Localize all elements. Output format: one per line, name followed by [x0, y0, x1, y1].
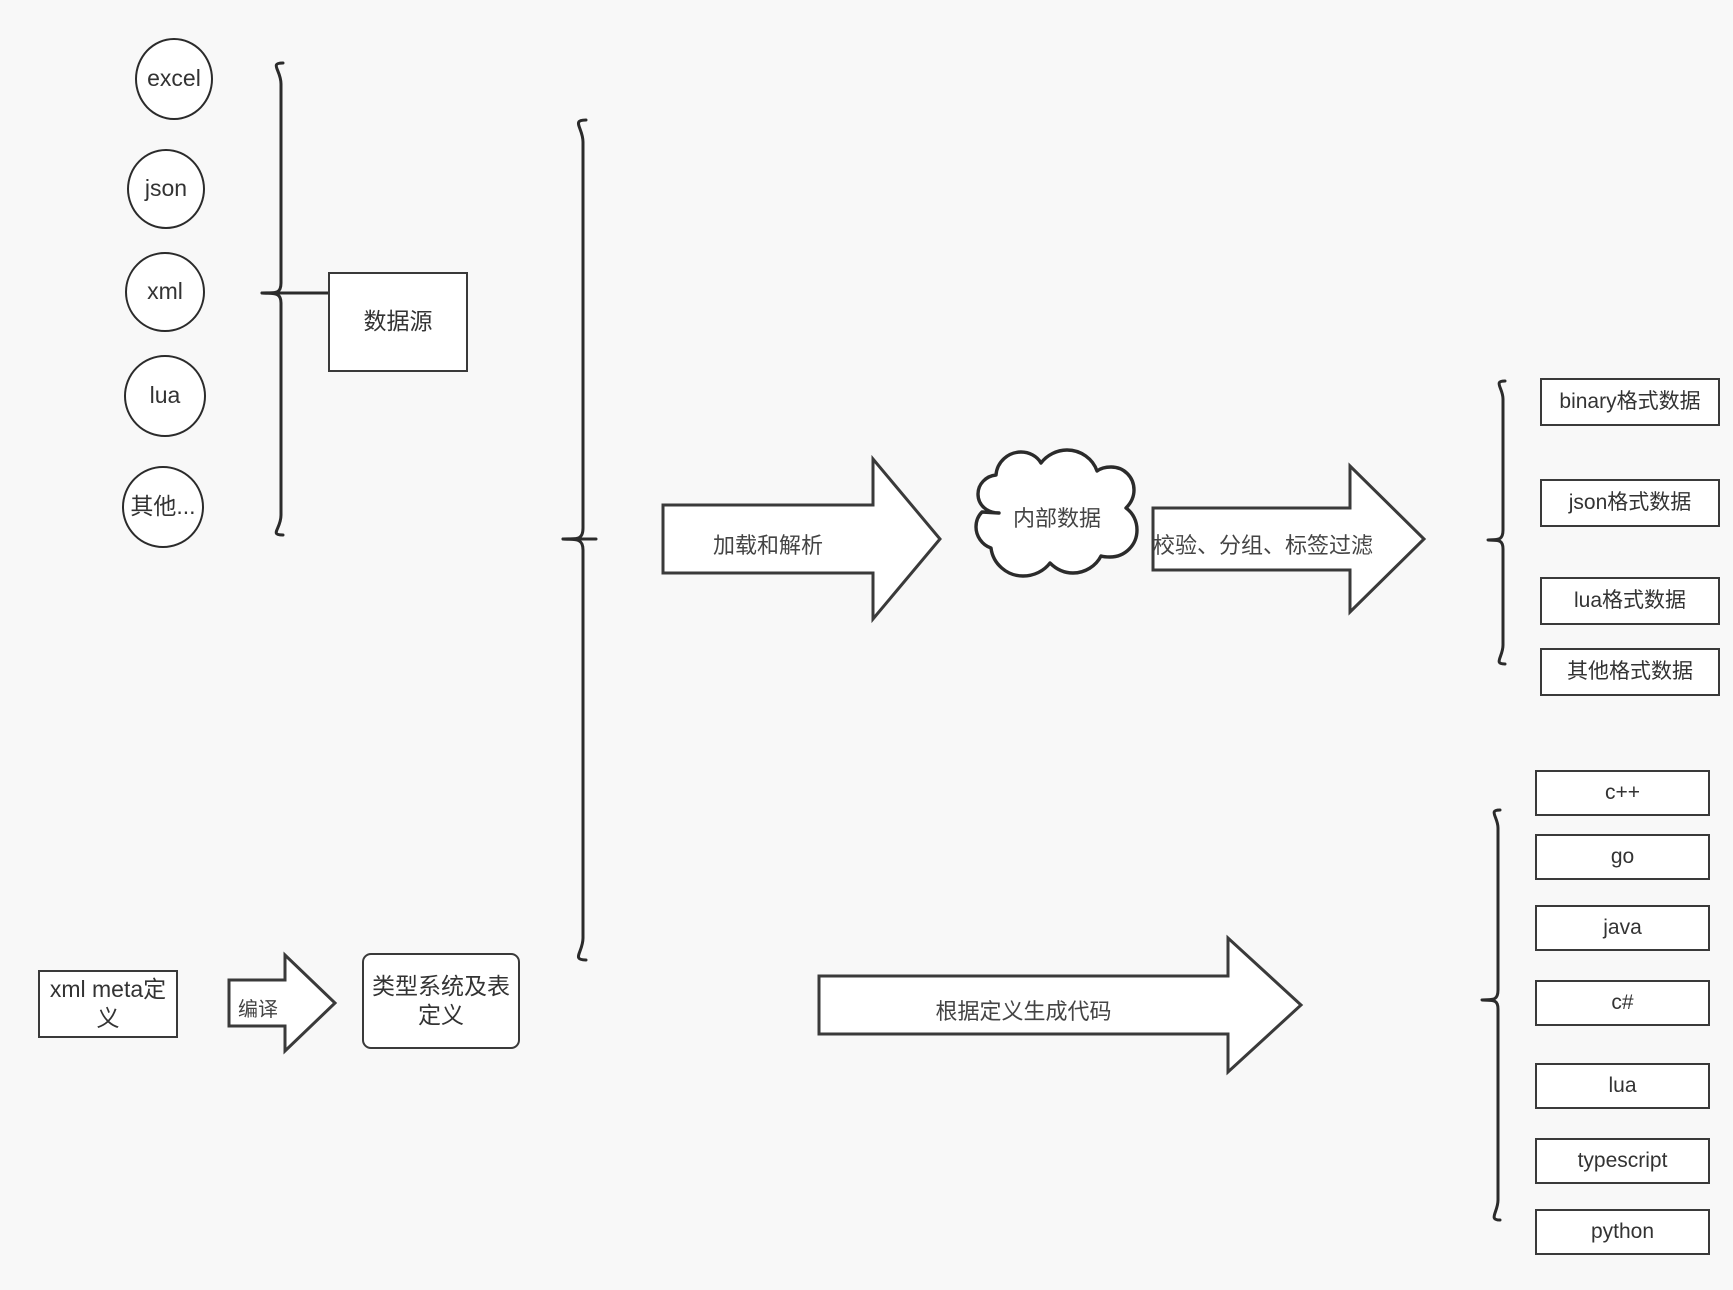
validate-group-filter-arrow-label: 校验、分组、标签过滤 — [1153, 533, 1374, 558]
xml-meta-definition-label: xml meta定义 — [49, 975, 167, 1031]
data-source-excel-label: excel — [147, 65, 201, 92]
xml-meta-definition-box[interactable]: xml meta定义 — [38, 970, 178, 1038]
internal-data-label: 内部数据 — [1012, 506, 1101, 531]
data-source-group-box[interactable]: 数据源 — [328, 272, 468, 372]
output-language-typescript[interactable]: typescript — [1535, 1138, 1710, 1184]
output-format-json[interactable]: json格式数据 — [1540, 479, 1720, 527]
data-source-lua[interactable]: lua — [124, 355, 206, 437]
data-source-excel[interactable]: excel — [135, 38, 213, 120]
output-language-cpp-label: c++ — [1604, 780, 1641, 804]
output-language-go[interactable]: go — [1535, 834, 1710, 880]
output-language-brace — [1480, 808, 1502, 1222]
data-source-group-label: 数据源 — [363, 308, 433, 335]
codegen-arrow-label: 根据定义生成代码 — [935, 999, 1112, 1024]
output-language-csharp[interactable]: c# — [1535, 980, 1710, 1026]
output-format-lua[interactable]: lua格式数据 — [1540, 577, 1720, 625]
output-language-python[interactable]: python — [1535, 1209, 1710, 1255]
output-language-lua-label: lua — [1608, 1073, 1637, 1097]
output-language-csharp-label: c# — [1611, 990, 1634, 1014]
type-system-box[interactable]: 类型系统及表定义 — [362, 953, 520, 1049]
data-source-lua-label: lua — [149, 382, 181, 409]
data-source-json[interactable]: json — [127, 149, 205, 229]
output-language-cpp[interactable]: c++ — [1535, 770, 1710, 816]
output-format-other[interactable]: 其他格式数据 — [1540, 648, 1720, 696]
output-language-typescript-label: typescript — [1577, 1148, 1668, 1172]
compile-arrow-label: 编译 — [238, 999, 278, 1021]
output-language-lua[interactable]: lua — [1535, 1063, 1710, 1109]
output-format-binary[interactable]: binary格式数据 — [1540, 378, 1720, 426]
type-system-label: 类型系统及表定义 — [372, 972, 510, 1028]
output-format-binary-label: binary格式数据 — [1559, 389, 1701, 413]
data-source-xml-label: xml — [147, 278, 183, 305]
data-source-brace — [260, 61, 285, 537]
output-language-python-label: python — [1590, 1219, 1655, 1243]
output-format-other-label: 其他格式数据 — [1567, 659, 1693, 683]
load-parse-arrow-label: 加载和解析 — [712, 533, 823, 558]
output-language-java-label: java — [1603, 915, 1642, 939]
output-format-lua-label: lua格式数据 — [1573, 588, 1687, 612]
output-format-brace — [1486, 379, 1507, 666]
output-language-go-label: go — [1610, 844, 1635, 868]
output-format-json-label: json格式数据 — [1568, 490, 1692, 514]
data-source-other-label: 其他... — [130, 493, 196, 520]
data-source-xml[interactable]: xml — [125, 252, 205, 332]
data-source-other[interactable]: 其他... — [122, 466, 204, 548]
pipeline-input-brace — [561, 118, 588, 962]
data-source-json-label: json — [144, 175, 188, 202]
output-language-java[interactable]: java — [1535, 905, 1710, 951]
